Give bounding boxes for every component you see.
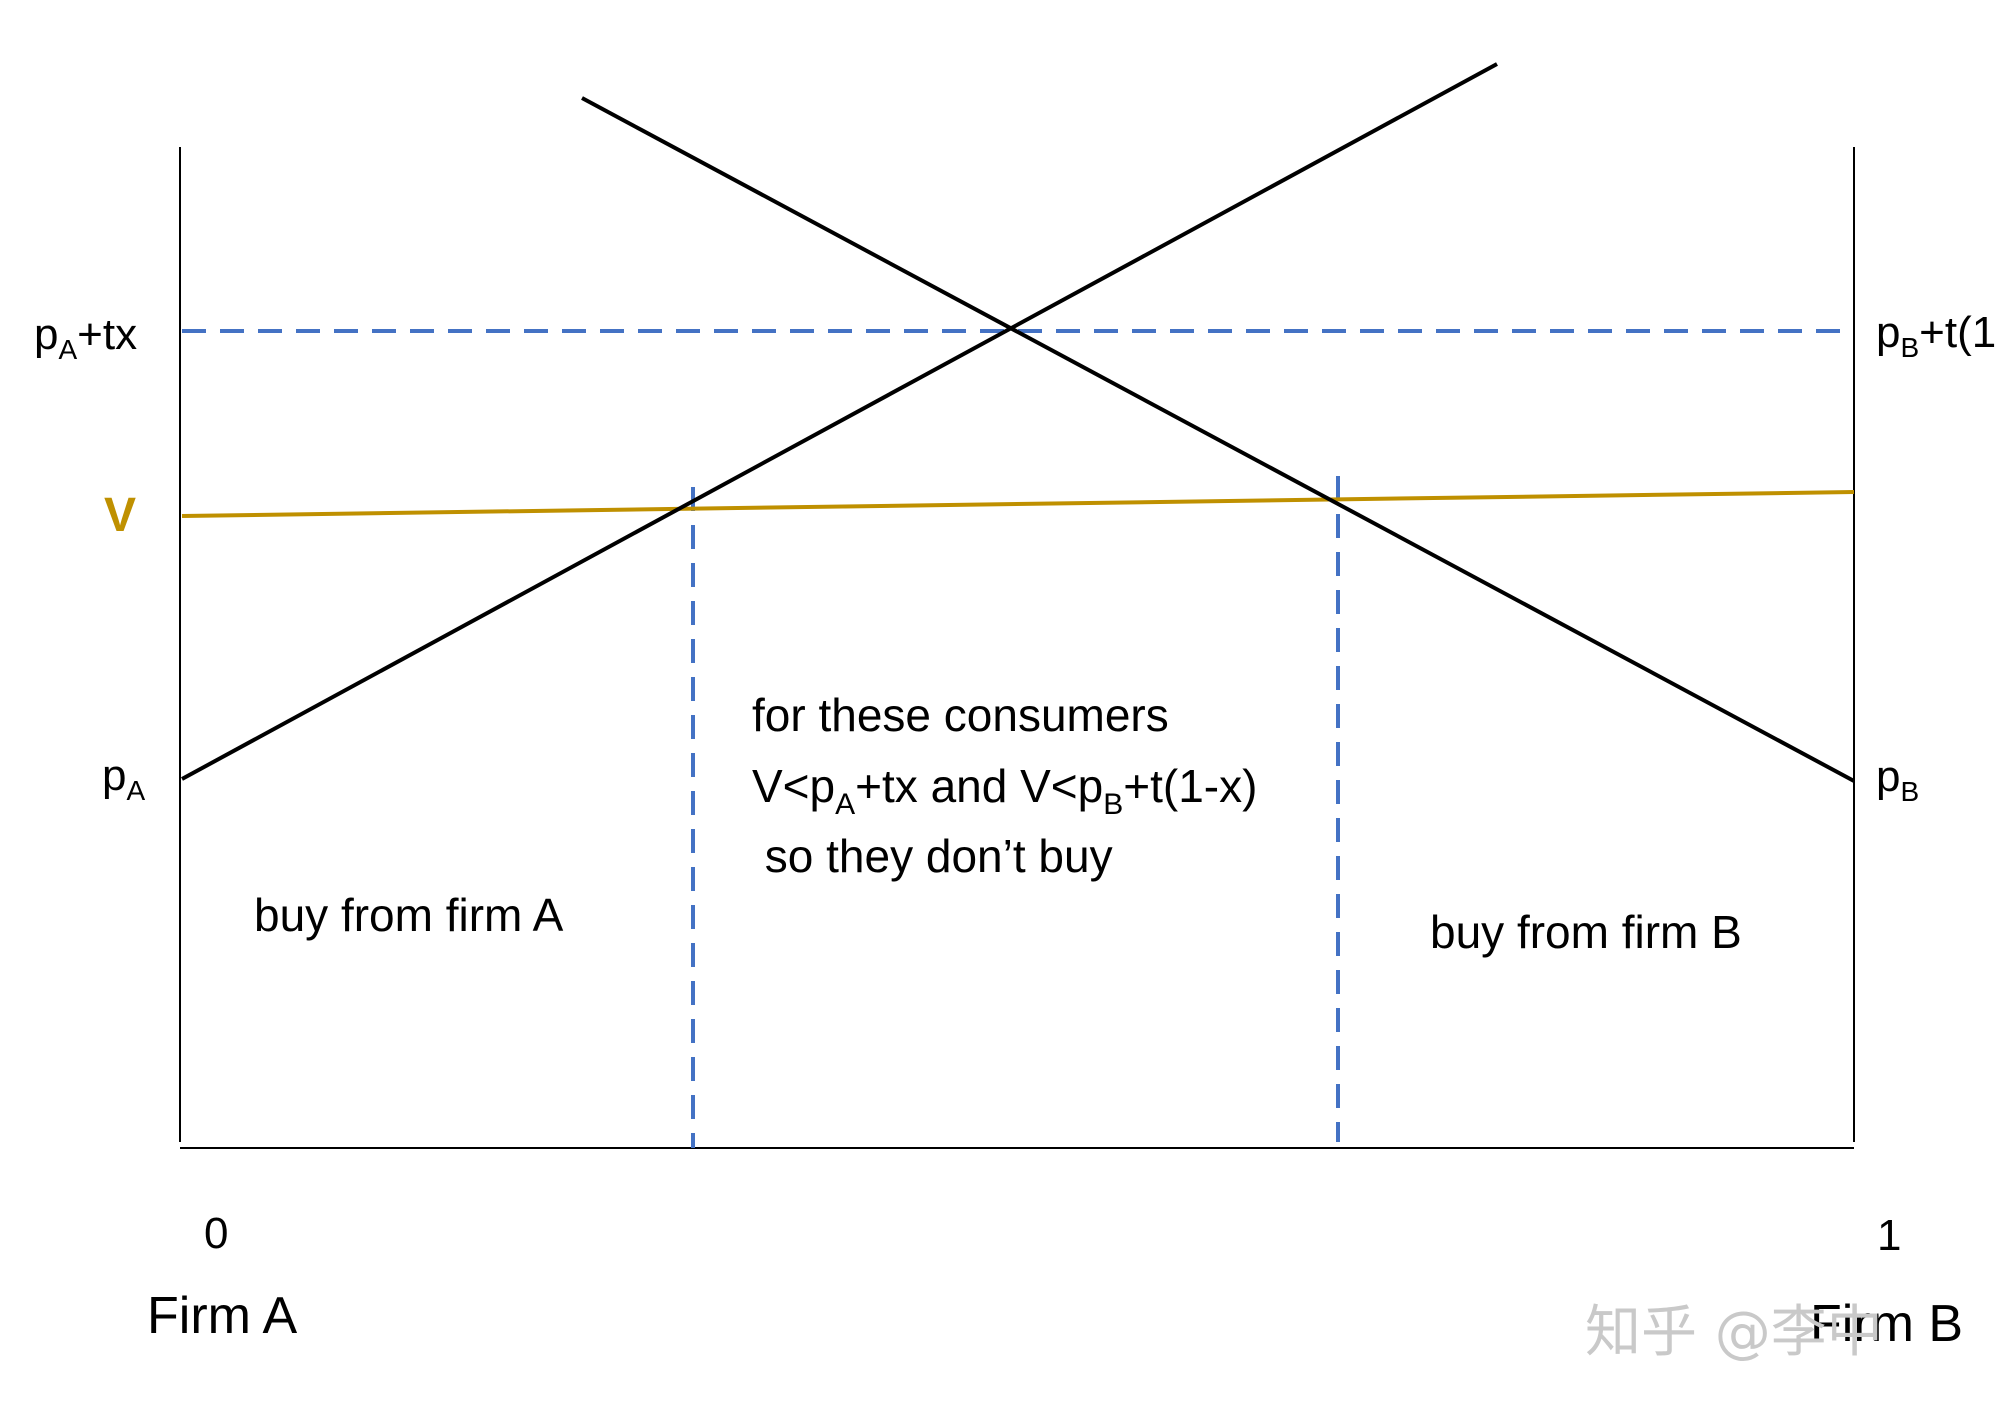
middle-text-line2: V<pA+tx and V<pB+t(1-x) [752,760,1257,821]
buy-from-firm-a-text: buy from firm A [254,889,564,941]
firm-b-cost-line [581,96,1855,783]
middle-text-line3: so they don’t buy [752,830,1113,882]
pb-label: pB [1876,752,1919,807]
one-label: 1 [1877,1211,1901,1260]
watermark: 知乎 @李中 [1585,1300,1883,1365]
firm-a-cost-line [181,62,1498,781]
v-label: V [104,489,136,542]
v-line [181,490,1855,518]
pb-t-label: pB+t(1 [1876,308,1996,363]
firm-a-label: Firm A [147,1287,298,1345]
pa-tx-label: pA+tx [34,310,137,365]
zero-label: 0 [204,1209,228,1258]
middle-text-line1: for these consumers [752,689,1169,741]
buy-from-firm-b-text: buy from firm B [1430,906,1742,958]
firm-b-label: Firm B [1810,1295,1963,1353]
pa-label: pA [102,751,145,806]
